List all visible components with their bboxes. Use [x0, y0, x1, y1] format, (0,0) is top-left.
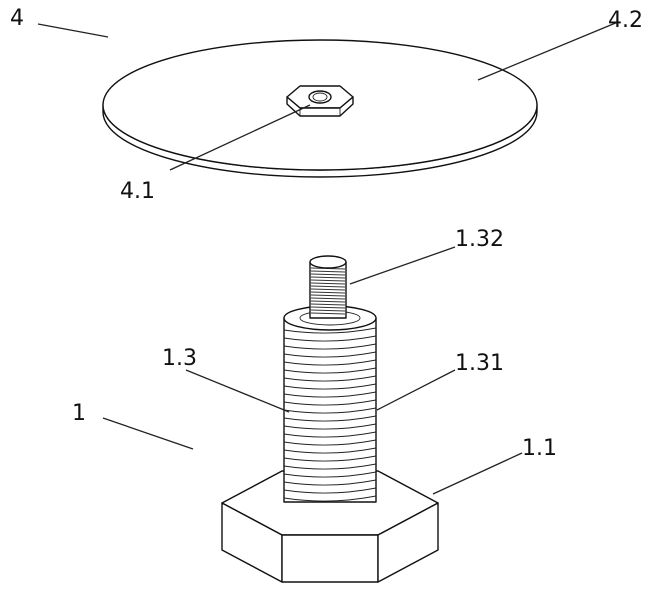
hex-side-right — [377, 502, 439, 583]
thread-ridge — [283, 407, 377, 414]
thread-ridge — [283, 367, 377, 374]
stud-thread-ridge — [310, 285, 346, 288]
thread-ridge — [283, 455, 377, 462]
label-4-1: 4.1 — [120, 179, 155, 204]
thread-ridge — [283, 495, 377, 502]
thread-ridge — [283, 431, 377, 438]
leader-lines — [37, 21, 619, 495]
hex-side-front — [281, 534, 379, 583]
label-1-31: 1.31 — [455, 351, 504, 376]
thread-ridge — [283, 487, 377, 494]
thread-ridge — [283, 343, 377, 350]
label-4-2: 4.2 — [608, 8, 643, 33]
thread-ridge — [283, 479, 377, 486]
stud-thread-ridge — [310, 312, 346, 315]
thread-ridge — [283, 415, 377, 422]
stud-thread-ridge — [310, 303, 346, 306]
threaded-rod — [283, 305, 377, 503]
thread-ridge — [283, 399, 377, 406]
thread-ridge — [283, 335, 377, 342]
leader-1-3 — [185, 369, 290, 413]
label-1-3: 1.3 — [162, 346, 197, 371]
stud-top-face — [309, 255, 347, 269]
thread-ridge — [283, 463, 377, 470]
leader-1-1 — [432, 452, 523, 495]
leader-1 — [102, 417, 194, 450]
label-1-32: 1.32 — [455, 227, 504, 252]
thread-ridge — [283, 423, 377, 430]
leader-4 — [37, 23, 109, 38]
thread-ridge — [283, 439, 377, 446]
thread-ridge — [283, 351, 377, 358]
stud-thread-ridge — [310, 306, 346, 309]
leader-4-1 — [169, 104, 311, 171]
stud-thread-ridge — [310, 294, 346, 297]
label-1-1: 1.1 — [522, 436, 557, 461]
nut-side-face — [286, 96, 354, 117]
disc-hex-nut — [286, 85, 354, 117]
thread-ridge — [283, 359, 377, 366]
thread-ridge — [283, 471, 377, 478]
stud-thread-ridge — [310, 273, 346, 276]
stud-thread-ridge — [310, 291, 346, 294]
label-1: 1 — [72, 401, 86, 426]
stud-thread-ridge — [310, 288, 346, 291]
stud-thread-ridge — [310, 279, 346, 282]
stud-thread-ridge — [310, 300, 346, 303]
stud-thread-ridge — [310, 309, 346, 312]
hex-base — [221, 470, 439, 583]
stud-thread-ridge — [310, 276, 346, 279]
stud-thread-ridge — [310, 297, 346, 300]
thread-ridge — [283, 375, 377, 382]
thread-ridge — [283, 447, 377, 454]
label-4: 4 — [10, 6, 24, 31]
leader-1-31 — [376, 369, 456, 411]
stud-thread-ridge — [310, 270, 346, 273]
thread-ridge — [283, 391, 377, 398]
thread-ridge — [283, 327, 377, 334]
stud-thread-ridge — [310, 282, 346, 285]
thread-ridge — [283, 383, 377, 390]
top-stud — [309, 255, 347, 319]
leader-1-32 — [349, 246, 456, 285]
leader-4-2 — [477, 21, 619, 81]
